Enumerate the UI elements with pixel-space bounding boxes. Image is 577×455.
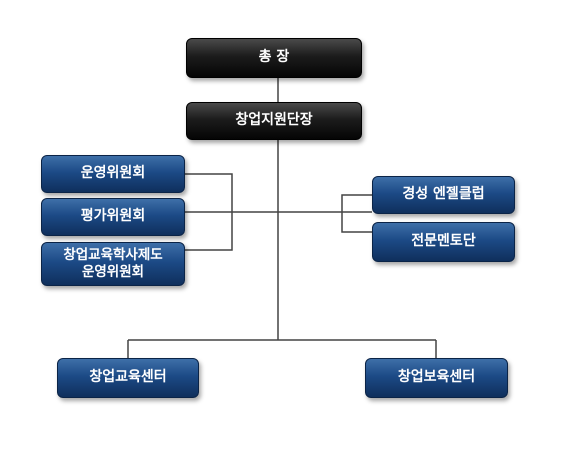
steering-committee-box: 운영위원회 [41,155,185,193]
startup-education-center-box: 창업교육센터 [57,358,199,398]
startup-incubation-center-box: 창업보육센터 [365,358,508,398]
startup-support-director-label: 창업지원단장 [235,112,313,129]
evaluation-committee-box: 평가위원회 [41,198,185,236]
startup-education-committee-box: 창업교육학사제도 운영위원회 [41,242,185,286]
president-label: 총 장 [258,49,290,66]
evaluation-committee-label: 평가위원회 [80,208,146,225]
expert-mentor-group-label: 전문멘토단 [411,233,476,250]
startup-support-director-box: 창업지원단장 [186,102,362,140]
kyungsung-angel-club-box: 경성 엔젤클럽 [372,176,515,214]
president-box: 총 장 [186,38,362,78]
steering-committee-label: 운영위원회 [80,165,146,182]
expert-mentor-group-box: 전문멘토단 [372,222,515,262]
startup-incubation-center-label: 창업보육센터 [397,369,476,386]
kyungsung-angel-club-label: 경성 엔젤클럽 [402,186,485,203]
startup-education-center-label: 창업교육센터 [89,369,167,386]
startup-education-committee-label: 창업교육학사제도 운영위원회 [63,247,163,280]
